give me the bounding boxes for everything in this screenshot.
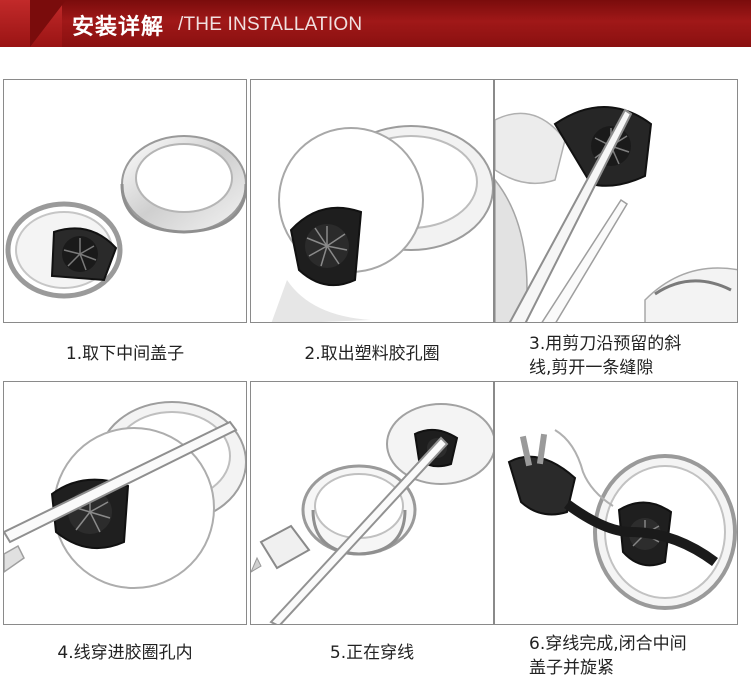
step-5-caption: 5.正在穿线 [329,643,415,663]
header-banner: 安装详解 /THE INSTALLATION [0,0,751,47]
step-5-photo [250,381,494,625]
step-4-caption: 4.线穿进胶圈孔内 [57,643,193,663]
step-6-caption: 6.穿线完成,闭合中间 盖子并旋紧 [529,634,687,678]
step-2-photo [250,79,494,323]
page-subtitle: /THE INSTALLATION [178,14,363,35]
step-1-caption: 1.取下中间盖子 [65,344,185,364]
banner-slant [30,0,66,47]
step-1-photo [3,79,247,323]
step-3-caption: 3.用剪刀沿预留的斜 线,剪开一条缝隙 [529,334,682,378]
step-3-photo [494,79,738,323]
step-4-photo [3,381,247,625]
step-6-photo [494,381,738,625]
step-2-caption: 2.取出塑料胶孔圈 [304,344,440,364]
page-title: 安装详解 [72,15,165,40]
